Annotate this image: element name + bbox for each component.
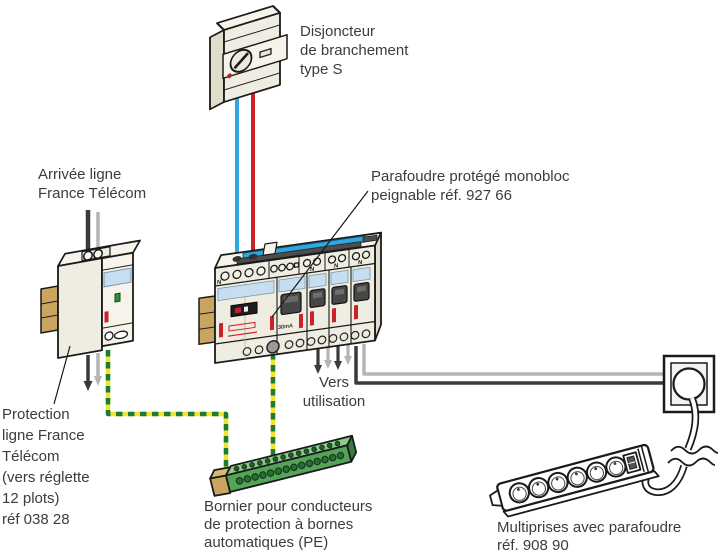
breaker-slot [259,47,272,59]
cord-break-squiggle [670,445,719,455]
earth-wire-1 [105,350,229,470]
strip-sockets [508,456,627,504]
differential-switch-toggle [280,291,302,316]
to-socket-wires [354,344,666,385]
breaker-status-dot [227,73,232,79]
terminal-n-marking: N [310,267,314,274]
label-parafoudre: Parafoudre protégé monobloc peignable ré… [371,168,570,204]
label-protection-ligne: Protection ligne France Télécom (vers ré… [2,406,90,528]
leader-line-protection [53,345,71,405]
differential-rating: 30mA [278,323,293,331]
module-indicator [104,311,109,323]
din-clip [40,285,59,334]
power-strip [489,443,660,518]
socket-plug [672,367,706,401]
telecom-out-arrows [83,353,102,391]
surge-status-window [230,301,258,318]
cord-break-squiggle [667,457,716,467]
label-disjoncteur: Disjoncteur de branchement type S [300,23,409,78]
mcb-toggles [309,282,370,308]
din-clip [198,295,216,346]
telecom-protection-module [40,239,141,359]
label-arrivee-ligne: Arrivée ligne France Télécom [38,166,147,202]
terminal-n-marking: N [358,260,362,267]
strip-switch [622,451,642,474]
earth-terminal-button [266,340,280,354]
label-multiprises: Multiprises avec parafoudre réf. 908 90 [497,519,682,554]
vers-utilisation-arrows [314,343,352,374]
module-led [114,292,121,303]
breaker-rotary-knob [229,48,253,73]
wall-socket [662,354,716,414]
label-vers-utilisation: Vers utilisation [302,374,366,410]
main-breaker [209,5,288,111]
label-bornier: Bornier pour conducteurs de protection à… [204,498,373,551]
earth-terminal-block [209,434,358,497]
busbar-comb [236,234,378,265]
terminal-n-marking: N [334,263,338,270]
terminal-n-marking: N [217,280,221,287]
leader-line-parafoudre [271,190,369,318]
surge-protector-module: N N N N 30mA [198,231,382,364]
